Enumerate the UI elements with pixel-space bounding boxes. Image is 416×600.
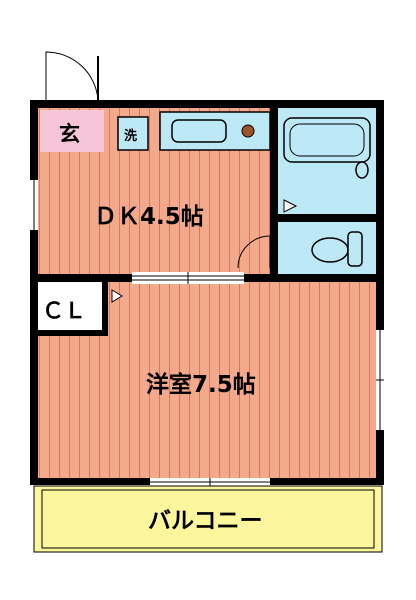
wall-dk-bath xyxy=(270,100,278,282)
dk-label: ＤＫ4.5帖 xyxy=(94,204,204,230)
stove-burner-icon xyxy=(241,124,255,138)
washbasin-icon xyxy=(355,161,369,179)
toilet-icon xyxy=(311,231,363,267)
entrance-area xyxy=(40,110,104,152)
closet xyxy=(38,282,108,336)
bath-door-marker xyxy=(283,199,298,213)
washer-label: 洗 xyxy=(124,128,137,144)
window-balcony xyxy=(150,478,270,486)
balcony-label: バルコニー xyxy=(148,508,263,534)
closet-label: ＣＬ xyxy=(42,299,86,324)
sink-icon xyxy=(171,119,227,143)
toilet-door xyxy=(236,224,271,274)
wall-bath-toilet xyxy=(270,214,384,222)
closet-wall-side xyxy=(102,282,108,336)
sliding-door-dk-western xyxy=(132,272,244,284)
window-right-western xyxy=(376,330,384,430)
entrance-label: 玄 xyxy=(59,122,80,146)
washer-spot xyxy=(117,116,149,151)
window-left-dk xyxy=(30,180,38,230)
entrance-door xyxy=(45,51,99,101)
balcony-inner xyxy=(41,489,375,549)
closet-wall xyxy=(38,330,108,336)
western-label: 洋室7.5帖 xyxy=(146,371,256,398)
closet-door-marker xyxy=(111,289,123,303)
bathtub-inner-icon xyxy=(289,123,365,157)
